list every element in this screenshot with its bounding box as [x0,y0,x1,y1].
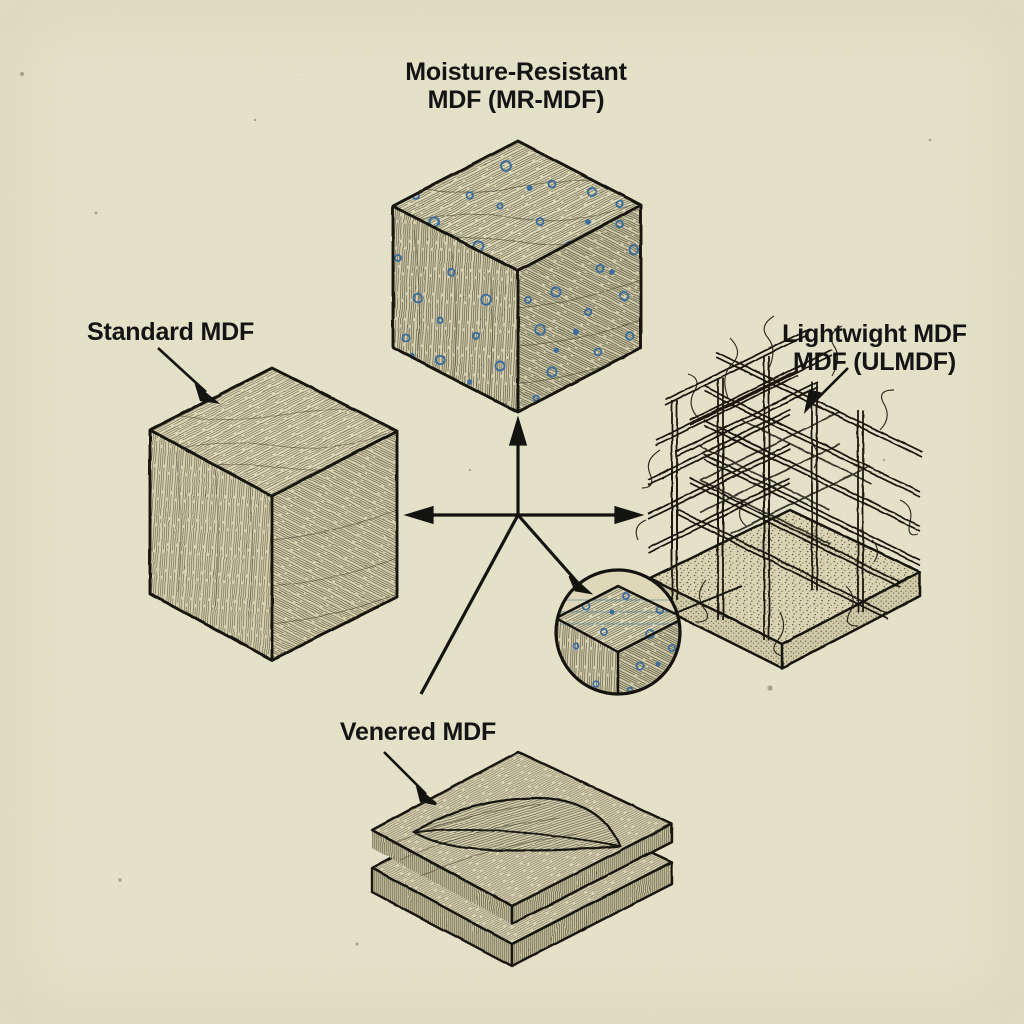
label-lightweight-mdf: Lightwight MDF MDF (ULMDF) [782,320,967,376]
label-leader-arrows [157,347,849,806]
lattice-bars [647,329,923,640]
paper-flecks [19,71,932,946]
label-veneered-mdf: Venered MDF [339,718,497,746]
label-standard-mdf: Standard MDF [87,318,255,346]
radial-arrow-hub [403,415,645,695]
moisture-resin-speckles [394,160,640,408]
moisture-resistant-cube [391,139,643,414]
detail-magnifier [554,568,743,696]
loose-fibres [635,315,919,657]
leader-lightweight-mdf [803,367,849,415]
leader-veneered-mdf [383,751,437,806]
lightweight-mdf-lattice [635,315,923,670]
leader-standard-mdf [157,347,221,404]
veneered-mdf-panel [370,750,674,968]
label-mr-mdf: Moisture-Resistant MDF (MR-MDF) [405,58,627,114]
